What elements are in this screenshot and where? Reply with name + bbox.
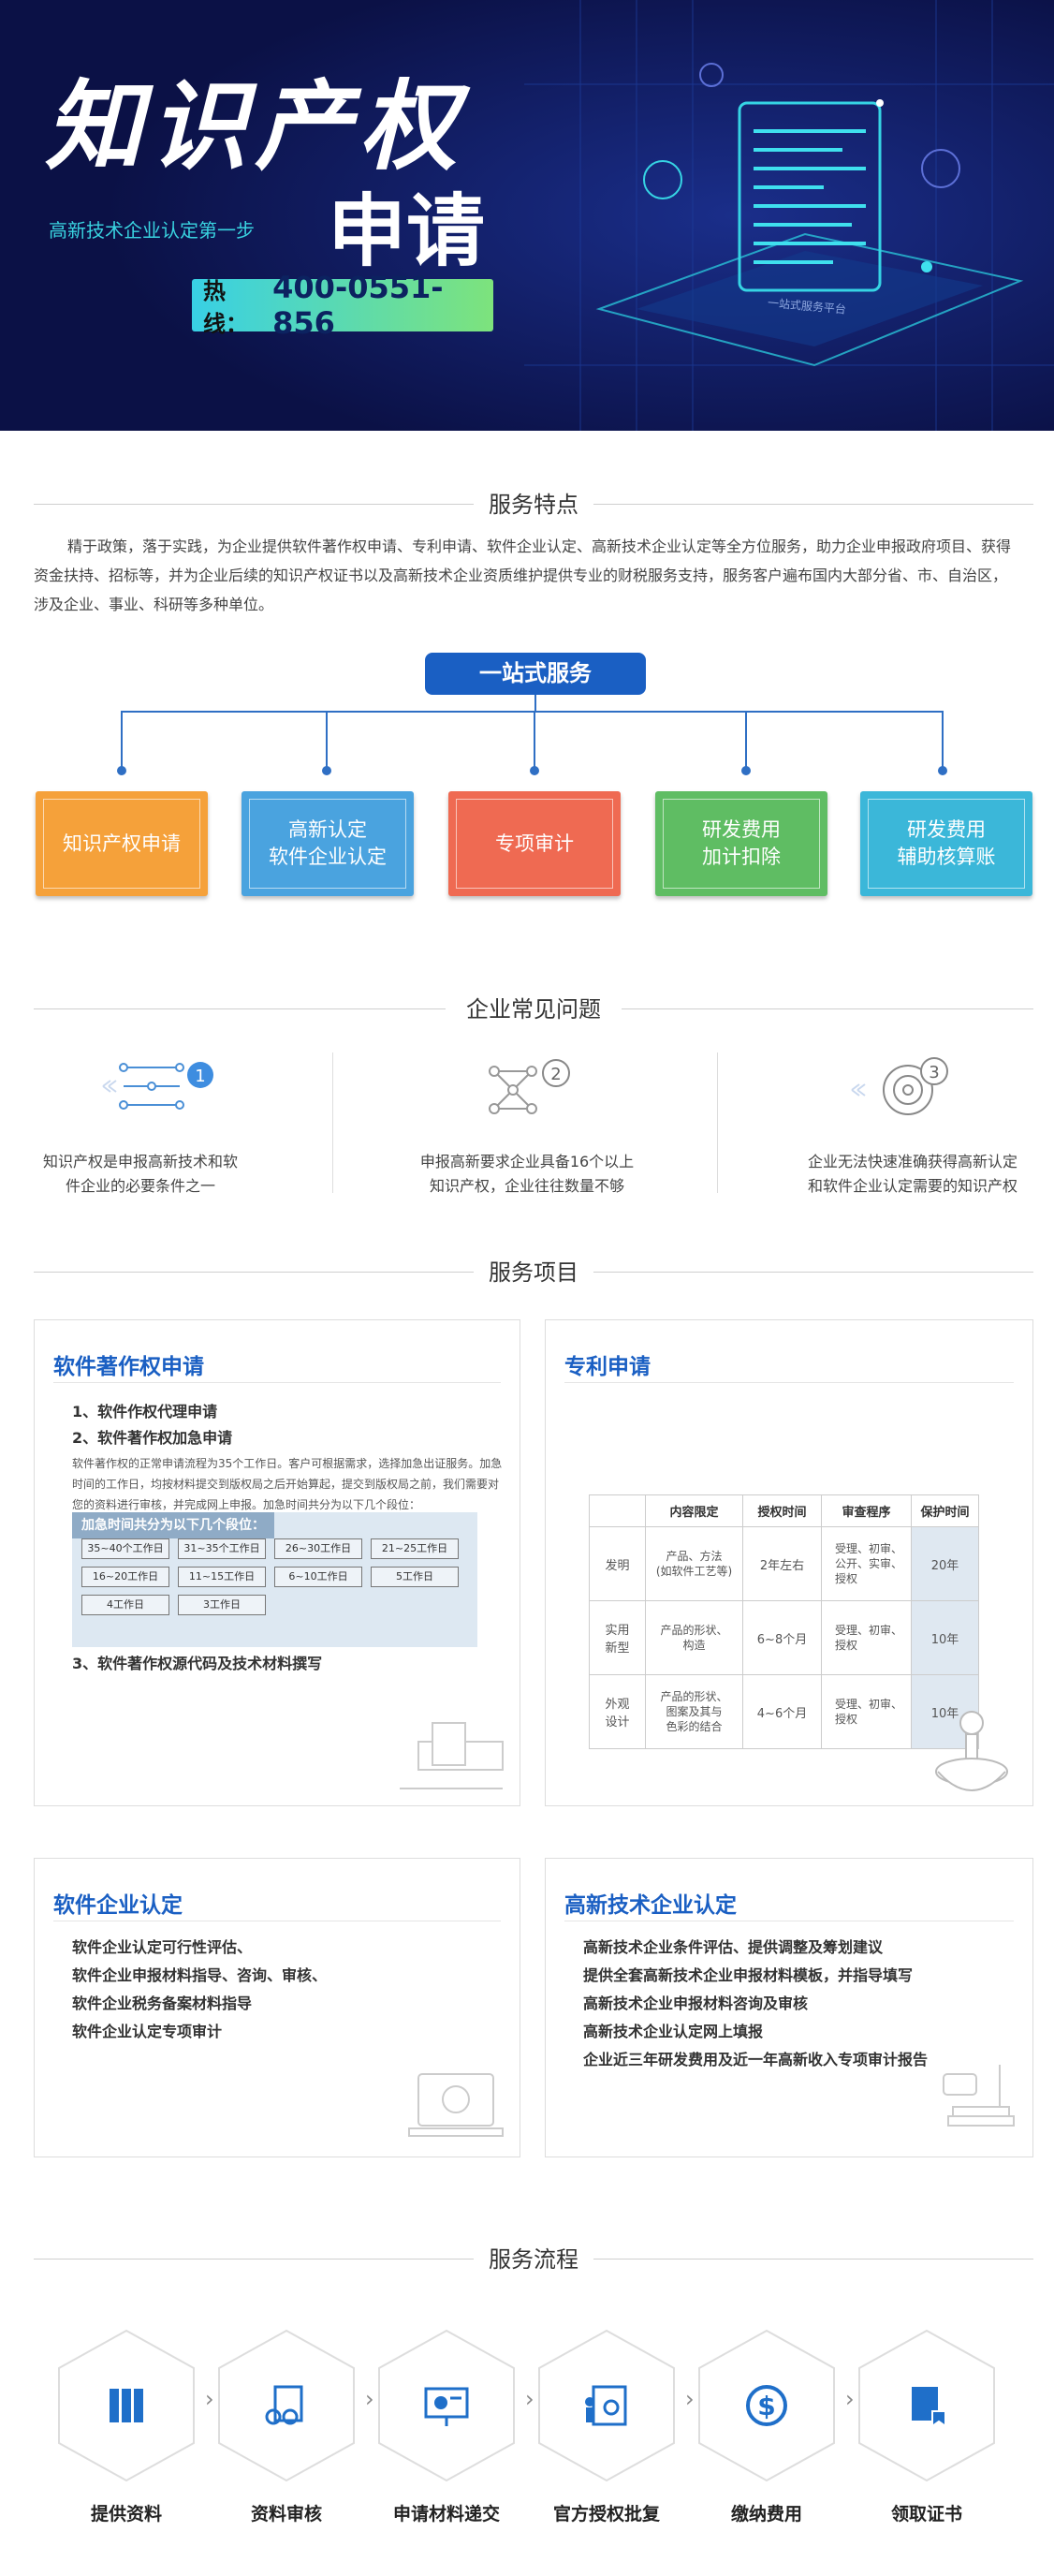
list-item: 企业近三年研发费用及近一年高新收入专项审计报告 bbox=[583, 2051, 929, 2068]
documents-illustration-icon bbox=[400, 1722, 504, 1789]
hotline-label: 热线： bbox=[203, 278, 248, 337]
copyright-item-2: 2、软件著作权加急申请 bbox=[72, 1429, 233, 1447]
service-box-audit[interactable]: 专项审计 bbox=[448, 791, 621, 896]
process-step-label: 资料审核 bbox=[250, 2504, 322, 2524]
expedite-tier: 5工作日 bbox=[371, 1567, 459, 1587]
svg-text:$: $ bbox=[757, 2391, 775, 2421]
section-title-projects: 服务项目 bbox=[34, 1259, 1033, 1287]
expedite-tier: 21~25工作日 bbox=[371, 1538, 459, 1559]
expedite-tier: 3工作日 bbox=[178, 1595, 266, 1615]
expedite-tiers: 加急时间共分为以下几个段位： 35~40个工作日 31~35个工作日 26~30工作… bbox=[72, 1512, 477, 1647]
presentation-icon bbox=[378, 2329, 515, 2482]
network-icon: 1 bbox=[102, 1062, 213, 1110]
tier-header: 加急时间共分为以下几个段位： bbox=[72, 1512, 274, 1538]
expedite-tier: 31~35个工作日 bbox=[178, 1538, 266, 1559]
card-title: 软件企业认定 bbox=[53, 1893, 183, 1918]
expedite-tier: 26~30工作日 bbox=[274, 1538, 362, 1559]
chevron-right-icon: › bbox=[205, 2386, 214, 2412]
service-box-rd-accounting[interactable]: 研发费用 辅助核算账 bbox=[860, 791, 1032, 896]
service-box-hightech[interactable]: 高新认定 软件企业认定 bbox=[242, 791, 414, 896]
books-pen-icon bbox=[943, 2065, 1015, 2127]
section-title-process: 服务流程 bbox=[34, 2245, 1033, 2274]
card-title: 高新技术企业认定 bbox=[564, 1893, 737, 1918]
approval-board-icon bbox=[538, 2329, 675, 2482]
expedite-tier: 35~40个工作日 bbox=[81, 1538, 169, 1559]
faq-text-3: 企业无法快速准确获得高新认定 和软件企业认定需要的知识产权 bbox=[807, 1153, 1017, 1195]
service-box-ip[interactable]: 知识产权申请 bbox=[36, 791, 208, 896]
onestop-badge: 一站式服务 bbox=[425, 653, 646, 695]
banner-title-line2: 申请 bbox=[328, 185, 486, 277]
process-step-1 bbox=[53, 2327, 199, 2484]
computer-illustration-icon bbox=[408, 2073, 504, 2137]
svg-text:2: 2 bbox=[550, 1065, 561, 1084]
copyright-item-1: 1、软件作权代理申请 bbox=[72, 1403, 218, 1420]
process-step-label: 缴纳费用 bbox=[730, 2504, 802, 2524]
process-step-label: 申请材料递交 bbox=[392, 2504, 500, 2524]
chevron-right-icon: › bbox=[685, 2386, 695, 2412]
list-item: 软件企业认定可行性评估、 bbox=[72, 1938, 253, 1956]
card-title: 专利申请 bbox=[564, 1355, 651, 1379]
features-intro: 精于政策，落于实践，为企业提供软件著作权申请、专利申请、软件企业认定、高新技术企… bbox=[34, 537, 1012, 613]
expedite-tier: 11~15工作日 bbox=[178, 1567, 266, 1587]
list-item: 高新技术企业申报材料咨询及审核 bbox=[583, 1995, 809, 2012]
card-high-tech: 高新技术企业认定 高新技术企业条件评估、提供调整及筹划建议 提供全套高新技术企业… bbox=[545, 1858, 1033, 2157]
binders-icon bbox=[58, 2329, 195, 2482]
banner-background bbox=[0, 0, 1054, 431]
list-item: 软件企业税务备案材料指导 bbox=[72, 1995, 253, 2012]
copyright-desc: 软件著作权的正常申请流程为35个工作日。客户可根据需求，选择加急出证服务。加急时… bbox=[72, 1457, 503, 1511]
list-item: 软件企业认定专项审计 bbox=[72, 2023, 223, 2040]
payment-icon: $ bbox=[698, 2329, 835, 2482]
process-step-label: 提供资料 bbox=[90, 2504, 162, 2524]
table-row: 实用 新型 产品的形状、 构造 6~8个月 受理、初审、 授权 10年 bbox=[589, 1600, 979, 1675]
expedite-tier: 6~10工作日 bbox=[274, 1567, 362, 1587]
process-step-5: $ bbox=[694, 2327, 840, 2484]
service-box-rd-deduction[interactable]: 研发费用 加计扣除 bbox=[655, 791, 827, 896]
chevron-right-icon: › bbox=[845, 2386, 855, 2412]
target-icon: 3 bbox=[851, 1057, 948, 1115]
process-step-3 bbox=[373, 2327, 520, 2484]
process-step-2 bbox=[213, 2327, 359, 2484]
hero-banner: 知识产权 申请 高新技术企业认定第一步 热线： 400-0551-856 一站式… bbox=[0, 0, 1054, 431]
certificate-icon bbox=[858, 2329, 995, 2482]
chevron-right-icon: › bbox=[525, 2386, 534, 2412]
table-row: 外观 设计 产品的形状、 图案及其与 色彩的结合 4~6个月 受理、初审、 授权… bbox=[589, 1674, 979, 1749]
card-title: 软件著作权申请 bbox=[53, 1355, 204, 1379]
banner-title-line1: 知识产权 bbox=[45, 68, 465, 184]
list-item: 高新技术企业条件评估、提供调整及筹划建议 bbox=[583, 1938, 884, 1956]
faq-text-2: 申报高新要求企业具备16个以上 知识产权，企业往往数量不够 bbox=[419, 1153, 635, 1195]
svg-text:1: 1 bbox=[195, 1067, 205, 1086]
hotline-number[interactable]: 400-0551-856 bbox=[272, 270, 444, 341]
faq-text-1: 知识产权是申报高新技术和软 件企业的必要条件之一 bbox=[42, 1153, 238, 1195]
process-step-label: 官方授权批复 bbox=[552, 2504, 660, 2524]
hotline-badge: 热线： 400-0551-856 bbox=[192, 270, 493, 341]
table-row: 发明 产品、方法 (如软件工艺等) 2年左右 受理、初审、 公开、实审、 授权 … bbox=[589, 1526, 979, 1601]
nodes-icon: 2 bbox=[489, 1059, 570, 1114]
expedite-tier: 4工作日 bbox=[81, 1595, 169, 1615]
copyright-item-3: 3、软件著作权源代码及技术材料撰写 bbox=[72, 1655, 323, 1672]
patent-table: 内容限定 授权时间 审查程序 保护时间 发明 产品、方法 (如软件工艺等) 2年… bbox=[589, 1494, 979, 1749]
card-patent: 专利申请 内容限定 授权时间 审查程序 保护时间 发明 产品、方法 (如软件工艺… bbox=[545, 1319, 1033, 1806]
section-title-features: 服务特点 bbox=[34, 491, 1033, 519]
chevron-right-icon: › bbox=[365, 2386, 374, 2412]
card-software-enterprise: 软件企业认定 软件企业认定可行性评估、 软件企业申报材料指导、咨询、审核、 软件… bbox=[34, 1858, 520, 2157]
list-item: 提供全套高新技术企业申报材料模板，并指导填写 bbox=[583, 1966, 914, 1984]
list-item: 高新技术企业认定网上填报 bbox=[583, 2023, 764, 2040]
process-step-label: 领取证书 bbox=[890, 2504, 962, 2524]
clipboard-glasses-icon bbox=[218, 2329, 355, 2482]
document-icon bbox=[738, 101, 882, 292]
section-title-faq: 企业常见问题 bbox=[34, 995, 1033, 1023]
process-step-4 bbox=[534, 2327, 680, 2484]
banner-subtitle: 高新技术企业认定第一步 bbox=[49, 219, 255, 242]
card-software-copyright: 软件著作权申请 1、软件作权代理申请 2、软件著作权加急申请 软件著作权的正常申… bbox=[34, 1319, 520, 1806]
expedite-tier: 16~20工作日 bbox=[81, 1567, 169, 1587]
process-step-6 bbox=[854, 2327, 1000, 2484]
stamp-icon bbox=[935, 1711, 1008, 1791]
svg-text:3: 3 bbox=[929, 1063, 939, 1082]
list-item: 软件企业申报材料指导、咨询、审核、 bbox=[72, 1966, 328, 1984]
